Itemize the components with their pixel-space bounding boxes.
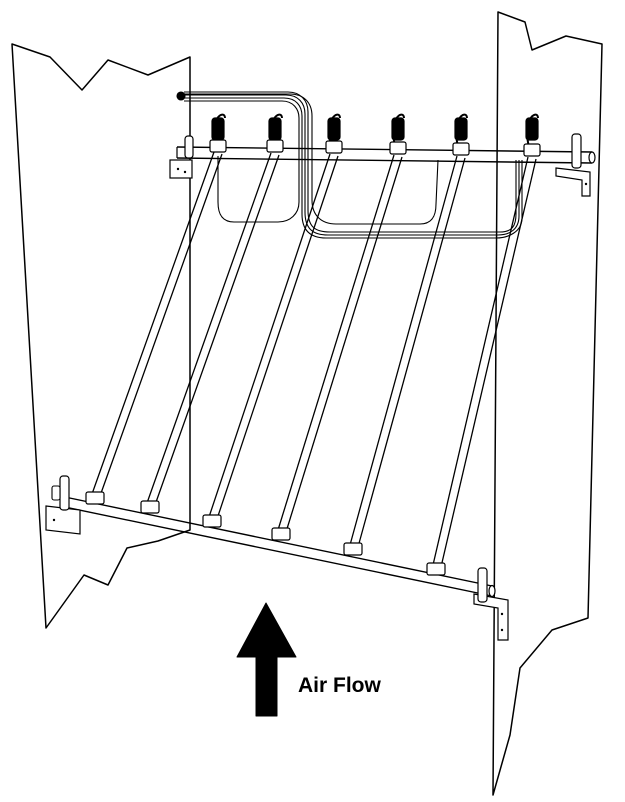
- top-support-rod: [176, 146, 596, 164]
- airflow-label: Air Flow: [298, 674, 381, 697]
- bottom-support-rod: [59, 495, 496, 598]
- lamp-clips-bottom: [85, 491, 446, 576]
- top-left-bracket: [169, 135, 194, 179]
- top-right-bracket: [555, 133, 591, 197]
- bottom-right-bracket: [473, 567, 509, 641]
- uv-tube: [208, 153, 339, 520]
- uv-tube: [146, 152, 280, 506]
- airflow-arrow: [236, 602, 297, 717]
- uv-tube: [349, 155, 466, 548]
- lamp-sockets-top: [209, 113, 541, 157]
- uv-tube: [91, 151, 223, 497]
- uv-tubes: [91, 151, 537, 568]
- left-duct-wall: [11, 43, 191, 629]
- power-cord-bundle: [176, 91, 523, 239]
- right-duct-wall: [492, 11, 603, 796]
- bottom-left-bracket: [45, 475, 81, 535]
- uv-tube: [277, 154, 403, 533]
